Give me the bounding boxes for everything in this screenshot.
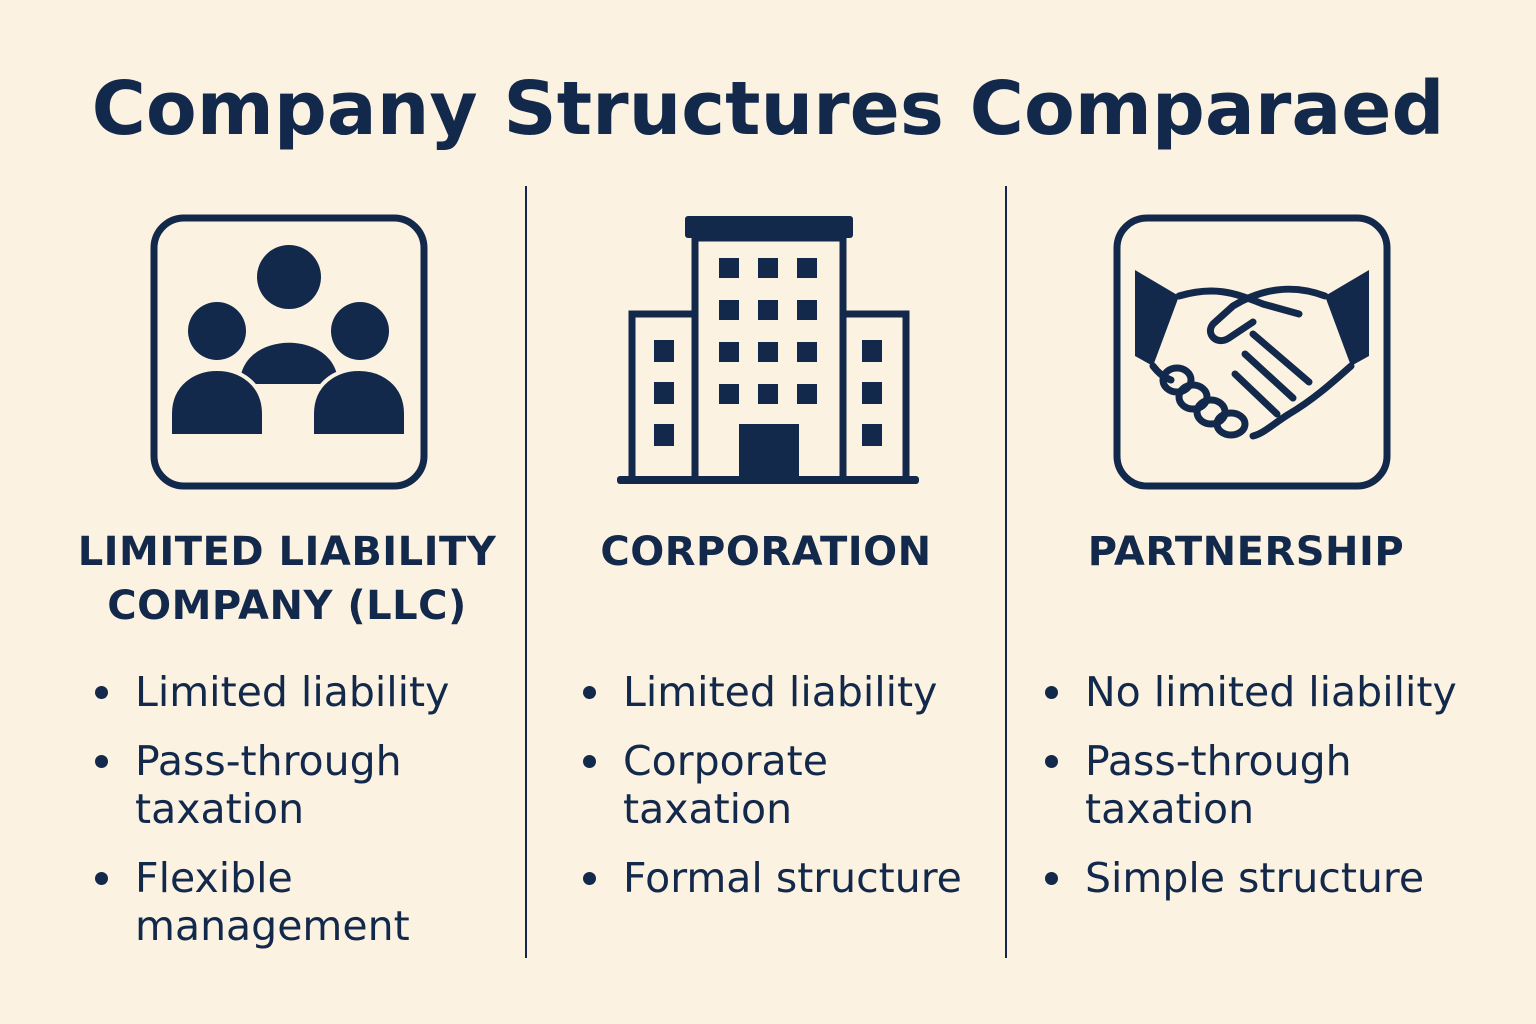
- heading-partnership: PARTNERSHIP: [1087, 529, 1405, 575]
- list-item: Limited liability: [583, 668, 998, 716]
- building-icon: [617, 216, 919, 484]
- column-divider-right: [1005, 186, 1007, 958]
- heading-corporation: CORPORATION: [600, 529, 932, 575]
- column-divider-left: [525, 186, 527, 958]
- people-group-icon: [150, 214, 428, 490]
- page-title: Company Structures Comparaed: [91, 66, 1445, 152]
- column-partnership: PARTNERSHIP No limited liability Pass-th…: [1007, 0, 1536, 1024]
- list-item: Limited liability: [95, 668, 515, 716]
- column-llc: LIMITED LIABILITY COMPANY (LLC) Limited …: [0, 0, 525, 1024]
- list-item: Formal structure: [583, 854, 998, 902]
- list-item: No limited liability: [1045, 668, 1525, 716]
- handshake-icon: [1113, 214, 1391, 490]
- list-item: Simple structure: [1045, 854, 1525, 902]
- heading-llc: LIMITED LIABILITY COMPANY (LLC): [77, 529, 497, 629]
